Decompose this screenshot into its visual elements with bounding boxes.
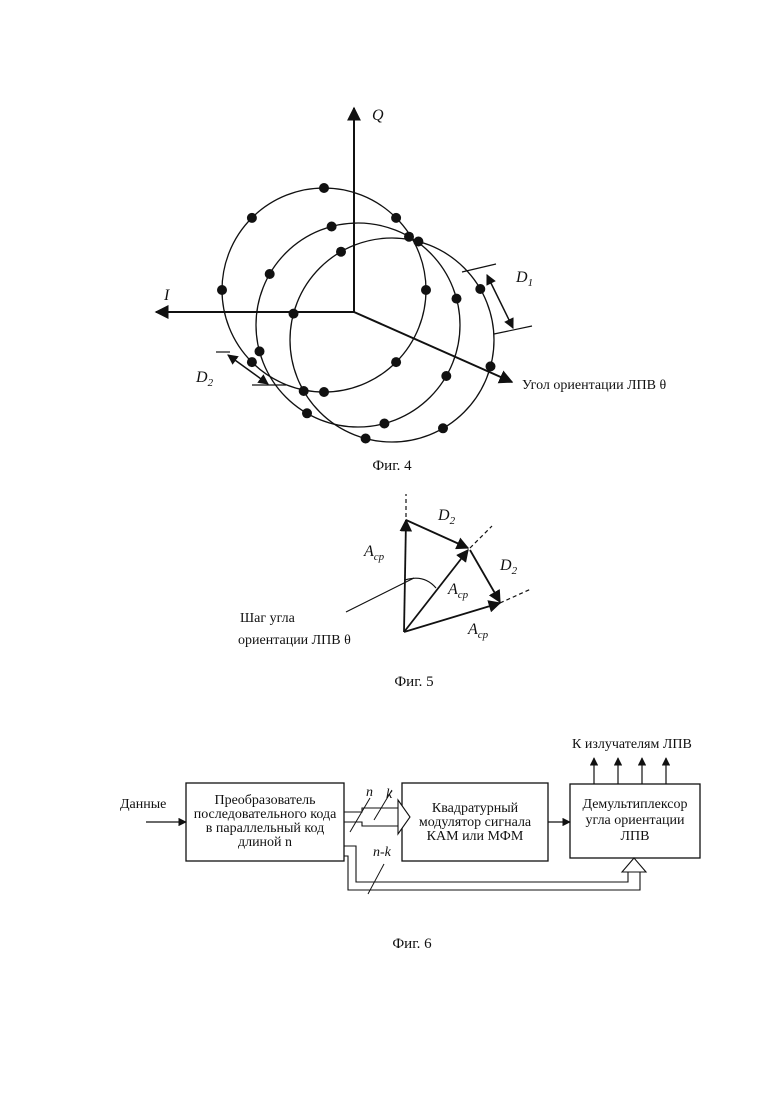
d2-top-label: D2 [437, 507, 456, 527]
block1-line1: Преобразователь [214, 793, 315, 808]
dashed-ray-3 [500, 589, 531, 603]
vector-a-bottom [404, 603, 500, 632]
d1-ext-top [462, 264, 496, 272]
constellation-point-ring2-8 [302, 408, 312, 418]
constellation-point-ring3-6 [486, 361, 496, 371]
constellation-point-ring2-5 [452, 294, 462, 304]
fig4-caption: Фиг. 4 [372, 458, 412, 474]
i-axis-label: I [163, 287, 170, 304]
step-label-line2: ориентации ЛПВ θ [238, 633, 351, 648]
figure-6: Данные К излучателям ЛПВ Преобразователь… [120, 737, 700, 952]
constellation-point-ring1-7 [319, 387, 329, 397]
constellation-point-ring1-1 [217, 285, 227, 295]
dashed-ray-2 [470, 526, 492, 548]
bus-nk-label: n-k [373, 845, 392, 860]
constellation-point-ring1-4 [391, 213, 401, 223]
q-axis-label: Q [372, 107, 384, 124]
constellation-point-ring2-6 [441, 371, 451, 381]
bus-k-lower [344, 822, 398, 826]
d2-right-label: D2 [499, 557, 518, 577]
constellation-ring-2 [256, 223, 460, 427]
constellation-point-ring2-2 [265, 269, 275, 279]
vector-d2-right [470, 550, 500, 602]
theta-axis [354, 312, 512, 382]
vector-d2-top [406, 520, 468, 548]
constellation-point-ring1-2 [247, 213, 257, 223]
fig5-caption: Фиг. 5 [394, 674, 433, 690]
block1-line2: последовательного кода [194, 807, 337, 822]
theta-axis-label: Угол ориентации ЛПВ θ [522, 378, 666, 393]
vector-a-vertical [404, 520, 406, 632]
constellation-point-ring2-1 [255, 346, 265, 356]
bus-nk-head [622, 858, 646, 872]
d2-label: D2 [195, 369, 214, 389]
slash-n [350, 798, 370, 832]
bus-n-label: n [366, 785, 373, 800]
block1-line3: в параллельный код [206, 821, 324, 836]
constellation-point-ring2-3 [327, 222, 337, 232]
bus-k-upper [344, 808, 398, 812]
figure-5: D2 D2 Aср Aср Aср Шаг угла ориентации ЛП… [238, 494, 531, 690]
constellation-point-ring3-5 [475, 284, 485, 294]
step-label-line1: Шаг угла [240, 611, 296, 626]
constellation-point-ring1-8 [247, 357, 257, 367]
constellation-point-ring3-4 [413, 237, 423, 247]
constellation-point-ring3-2 [289, 309, 299, 319]
fig6-caption: Фиг. 6 [392, 936, 432, 952]
constellation-point-ring3-8 [361, 434, 371, 444]
block3-line3: ЛПВ [621, 829, 650, 844]
block3-line2: угла ориентации [586, 813, 685, 828]
block2-line2: модулятор сигнала [419, 815, 532, 830]
block3-line1: Демультиплексор [583, 797, 688, 812]
a-bottom-label: Aср [467, 621, 489, 641]
constellation-point-ring3-1 [299, 386, 309, 396]
constellation-point-ring2-4 [404, 232, 414, 242]
constellation-point-ring1-3 [319, 183, 329, 193]
input-label: Данные [120, 797, 166, 812]
constellation-point-ring3-7 [438, 423, 448, 433]
d1-label: D1 [515, 269, 533, 289]
block2-line3: КАМ или МФМ [427, 829, 524, 844]
constellation-ring-3 [290, 238, 494, 442]
block2-line1: Квадратурный [432, 801, 519, 816]
constellation-point-ring3-3 [336, 247, 346, 257]
a-left-label: Aср [363, 543, 385, 563]
figure-4: D1 D2 Q I Угол ориентации ЛПВ θ Фиг. 4 [156, 107, 666, 474]
output-label: К излучателям ЛПВ [572, 737, 692, 752]
d1-dimension-arrow [487, 275, 513, 328]
block1-line4: длиной n [238, 835, 292, 850]
constellation-point-ring1-6 [391, 357, 401, 367]
a-mid-label: Aср [447, 581, 469, 601]
bus-k-label: k [386, 787, 393, 802]
constellation-point-ring1-5 [421, 285, 431, 295]
constellation-point-ring2-7 [379, 419, 389, 429]
